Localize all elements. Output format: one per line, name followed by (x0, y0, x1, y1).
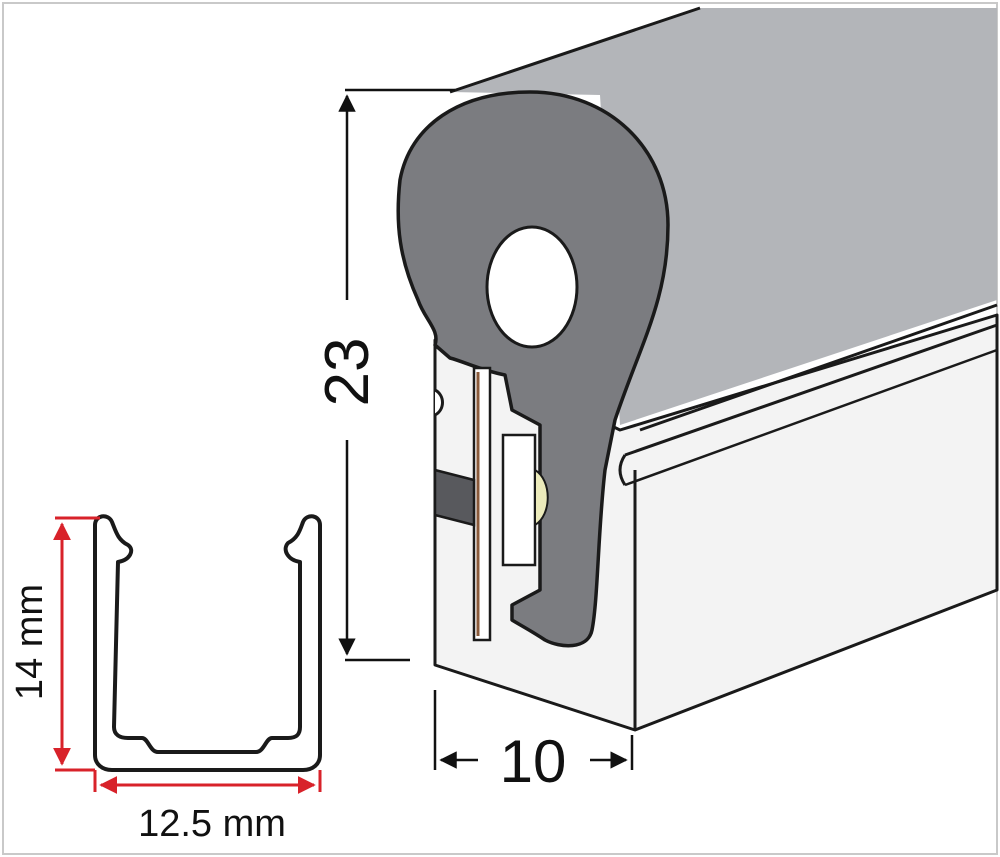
dimension-channel-height: 14 mm (9, 516, 100, 772)
profile-3d (396, 6, 999, 732)
cable (433, 468, 476, 527)
pcb-strip (472, 366, 492, 642)
housing-ridge-lip (618, 454, 627, 486)
led-chip (501, 433, 537, 567)
silicone-bottom-edge (639, 303, 998, 432)
dimension-width: 10 (433, 690, 634, 795)
u-channel (93, 514, 322, 772)
silicone-top-surface (450, 8, 997, 425)
housing-notch (434, 388, 444, 417)
dim-ch-label: 14 mm (9, 584, 51, 700)
housing-ridge-2 (624, 348, 998, 487)
dim-width-label: 10 (500, 728, 567, 795)
housing-ridge-1 (624, 323, 998, 457)
silicone-cross-section (396, 90, 670, 648)
dim-cw-label: 12.5 mm (138, 803, 286, 845)
led-lens (534, 468, 549, 527)
light-channel-hole (485, 225, 579, 349)
u-channel-profile (93, 514, 322, 772)
dim-height-label: 23 (313, 338, 382, 407)
silicone-top-edge (449, 6, 701, 94)
dimension-height: 23 (313, 88, 455, 662)
dimension-channel-width: 12.5 mm (93, 770, 322, 845)
